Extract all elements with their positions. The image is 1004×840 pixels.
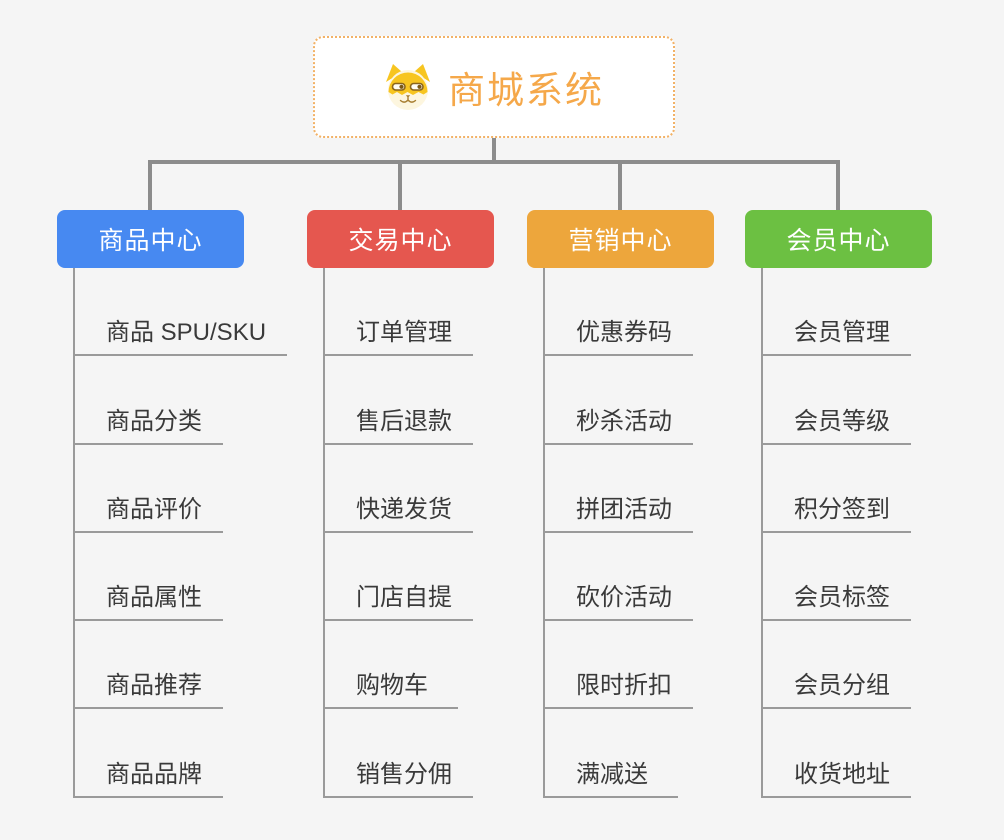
dog-face-icon (386, 64, 430, 110)
child-topic[interactable]: 商品推荐 (73, 621, 223, 710)
child-topic[interactable]: 商品评价 (73, 445, 223, 533)
child-topic[interactable]: 会员标签 (761, 533, 911, 622)
child-topic[interactable]: 拼团活动 (543, 445, 693, 533)
branch-topic[interactable]: 交易中心 (307, 210, 494, 268)
branch-2: 交易中心 订单管理售后退款快递发货门店自提购物车销售分佣 (307, 210, 494, 798)
connector-drop-branch-4 (836, 164, 840, 210)
connector-drop-branch-2 (398, 164, 402, 210)
root-topic-label: 商城系统 (448, 70, 604, 111)
root-topic[interactable]: 商城系统 (313, 36, 675, 138)
child-topic[interactable]: 砍价活动 (543, 533, 693, 622)
branch-4: 会员中心 会员管理会员等级积分签到会员标签会员分组收货地址 (745, 210, 932, 798)
branch-topic[interactable]: 商品中心 (57, 210, 244, 268)
connector-drop-branch-1 (148, 164, 152, 210)
child-topic[interactable]: 商品 SPU/SKU (73, 268, 288, 357)
child-topic[interactable]: 会员等级 (761, 356, 911, 445)
child-topic[interactable]: 会员管理 (761, 268, 911, 357)
child-topic[interactable]: 销售分佣 (323, 709, 473, 798)
connector-drop-branch-3 (618, 164, 622, 210)
branch-topic[interactable]: 会员中心 (745, 210, 932, 268)
child-topic[interactable]: 商品品牌 (73, 709, 223, 798)
child-topic[interactable]: 秒杀活动 (543, 356, 693, 445)
child-topic[interactable]: 购物车 (323, 621, 458, 710)
child-topic[interactable]: 快递发货 (323, 445, 473, 533)
child-topic[interactable]: 订单管理 (323, 268, 473, 357)
child-topic[interactable]: 门店自提 (323, 533, 473, 622)
connector-root-stem (492, 138, 496, 162)
child-topic[interactable]: 商品分类 (73, 356, 223, 445)
child-topic[interactable]: 商品属性 (73, 533, 223, 622)
child-topic[interactable]: 限时折扣 (543, 621, 693, 710)
child-topic[interactable]: 收货地址 (761, 709, 911, 798)
child-topic[interactable]: 会员分组 (761, 621, 911, 710)
branch-topic[interactable]: 营销中心 (527, 210, 714, 268)
child-topic[interactable]: 优惠券码 (543, 268, 693, 357)
child-topic[interactable]: 积分签到 (761, 445, 911, 533)
connector-horizontal (148, 160, 840, 164)
branch-children: 会员管理会员等级积分签到会员标签会员分组收货地址 (745, 268, 932, 798)
branch-children: 优惠券码秒杀活动拼团活动砍价活动限时折扣满减送 (527, 268, 714, 798)
branch-children: 订单管理售后退款快递发货门店自提购物车销售分佣 (307, 268, 494, 798)
child-topic[interactable]: 满减送 (543, 709, 678, 798)
child-topic[interactable]: 售后退款 (323, 356, 473, 445)
branch-3: 营销中心 优惠券码秒杀活动拼团活动砍价活动限时折扣满减送 (527, 210, 714, 798)
